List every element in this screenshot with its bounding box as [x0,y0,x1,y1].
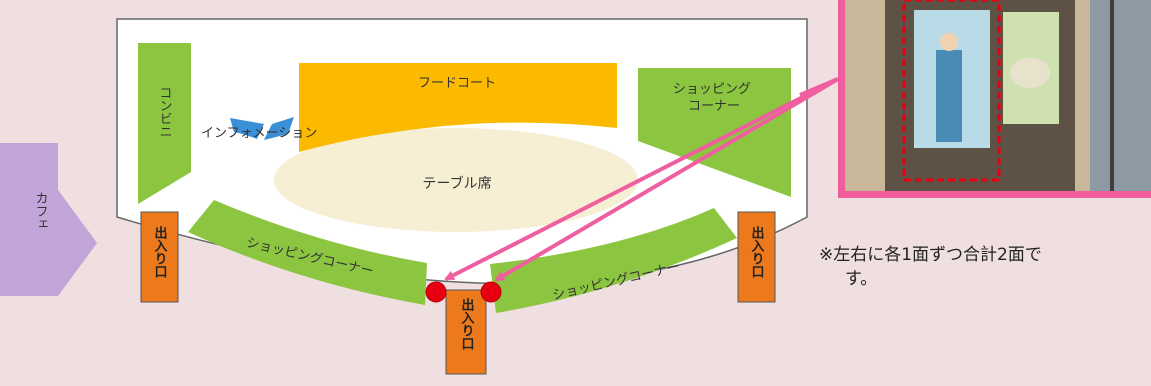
convenience-store-label: コンビニ [157,86,172,138]
photo-person [936,50,962,142]
photo-window-frame [1110,0,1114,191]
photo-window [1090,0,1151,191]
shopping-corner-top-right-line1: ショッピング [673,82,751,97]
pointer-arrow-right [494,77,840,282]
signage-note-line1: ※左右に各1面ずつ合計2面で [819,245,1042,265]
photo-food-plate [1010,58,1050,88]
shopping-corner-top-right-label: ショッピング コーナー [673,82,755,114]
shopping-corner-top-right-line2: コーナー [688,99,740,114]
shopping-corner-bottom-right [490,208,737,313]
convenience-store [138,43,191,204]
table-seats-label: テーブル席 [422,175,491,192]
photo-person-head [940,33,958,51]
table-seats-area [274,128,638,232]
information-counter [230,118,264,139]
entrance-left-label: 出入り口 [152,225,168,278]
information-counter-right [264,117,294,140]
entrance-left [140,211,179,303]
information-label: インフォメーション [201,126,317,141]
entrance-right [737,211,776,303]
photo-signage [845,0,1151,191]
entrance-center [445,289,487,375]
cafe-label: カフェ [33,192,48,231]
entrance-right-label: 出入り口 [749,225,765,278]
photo-dashed-highlight [902,0,1001,182]
signage-marker-left [425,281,447,303]
signage-note-line2: す。 [845,269,878,289]
food-court [299,63,617,152]
signage-marker-right [480,281,502,303]
signage-note: ※左右に各1面ずつ合計2面で す。 [819,243,1151,291]
food-court-label: フードコート [418,76,496,91]
entrance-center-label: 出入り口 [459,297,475,350]
shopping-corner-bottom-left [188,200,427,305]
shopping-corner-top-right [638,68,791,197]
cafe-area [0,143,97,296]
pointer-arrow-left [444,77,839,281]
